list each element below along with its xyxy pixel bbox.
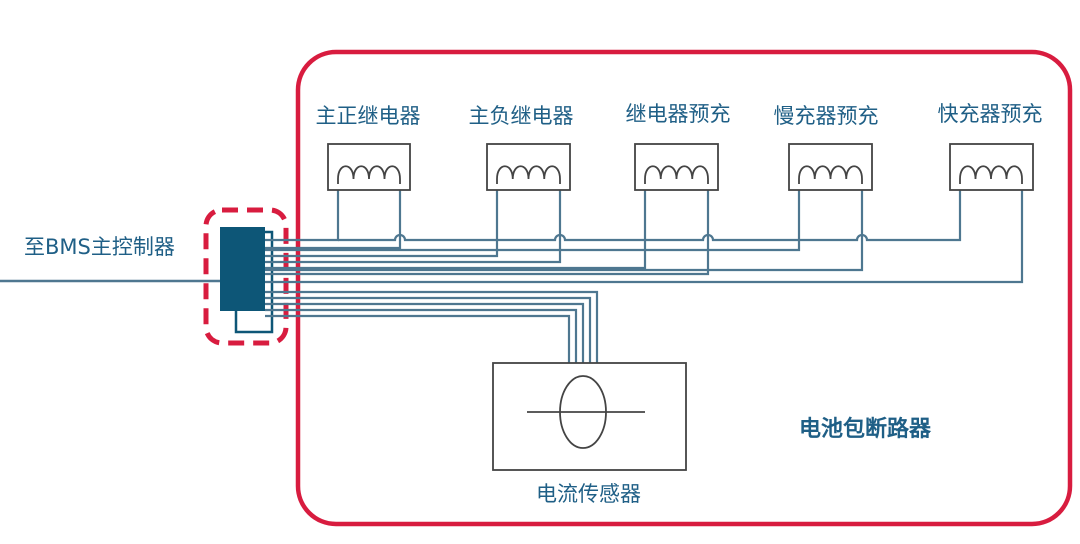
relay-coil-icon (644, 165, 709, 184)
wire-6 (265, 190, 647, 270)
relay-main-positive (327, 143, 411, 191)
wire-11 (265, 290, 599, 363)
relay-label-precharge: 继电器预充 (625, 102, 731, 126)
wire-15 (265, 314, 571, 363)
sensor-core-icon (559, 375, 607, 449)
wire-13 (265, 302, 585, 363)
wire-7 (265, 190, 710, 276)
relay-coil-icon (496, 165, 561, 184)
wire-2 (338, 190, 962, 242)
wire-3 (265, 190, 402, 250)
breaker-enclosure (295, 49, 1073, 527)
bms-controller-label: 至BMS主控制器 (24, 235, 175, 259)
relay-coil-icon (959, 165, 1023, 184)
relay-fast-charge-precharge (949, 143, 1034, 191)
relay-label-fast-charge-precharge: 快充器预充 (937, 102, 1043, 126)
relay-coil-icon (798, 165, 863, 184)
relay-group (327, 143, 1034, 191)
relay-main-negative (486, 143, 571, 191)
current-sensor-box (492, 362, 687, 471)
relay-label-main-positive: 主正继电器 (315, 104, 421, 128)
wire-9 (265, 190, 864, 272)
wire-5 (265, 190, 562, 264)
wire-10 (265, 190, 1024, 284)
relay-slow-charge-precharge (788, 143, 873, 191)
relay-precharge (634, 143, 719, 191)
breaker-label: 电池包断路器 (799, 417, 932, 442)
relay-label-main-negative: 主负继电器 (468, 104, 574, 128)
relay-label-slow-charge-precharge: 慢充器预充 (773, 104, 879, 128)
connector-body (220, 227, 265, 311)
relay-coil-icon (337, 165, 401, 184)
wire-bundle (265, 190, 1024, 363)
wire-4 (265, 190, 499, 258)
wire-1 (265, 190, 340, 242)
wire-8 (265, 190, 801, 252)
wire-12 (265, 296, 592, 363)
current-sensor-label: 电流传感器 (536, 482, 641, 506)
wire-14 (265, 308, 578, 363)
